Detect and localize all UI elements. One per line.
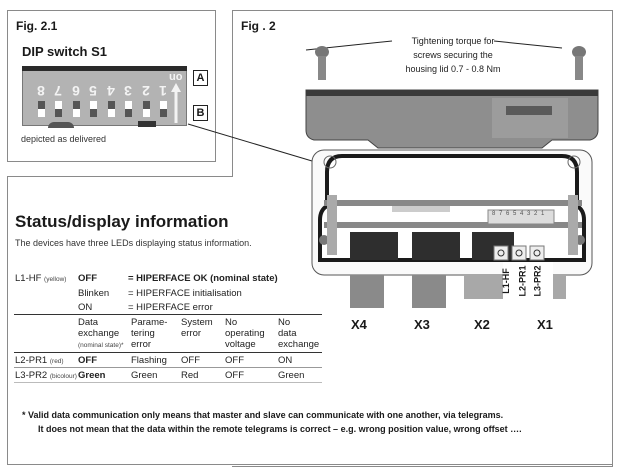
torque-line: housing lid 0.7 - 0.8 Nm xyxy=(405,64,501,74)
torque-note: Tightening torque for screws securing th… xyxy=(378,34,528,76)
marker-a: A xyxy=(193,70,208,86)
dip-toggle xyxy=(55,101,62,117)
table-cell: Flashing xyxy=(131,355,167,366)
led-label-l2: L2-PR1 xyxy=(517,265,528,297)
marker-b: B xyxy=(193,105,208,121)
table-cell: Green xyxy=(131,370,158,381)
table-header: Parame- tering error xyxy=(131,317,168,350)
footnote-line-1: * Valid data communication only means th… xyxy=(22,410,504,420)
l1-state: ON xyxy=(78,302,93,313)
table-row-label: L3-PR2 (bicolour) xyxy=(15,370,77,381)
table-cell: OFF xyxy=(181,355,200,366)
table-cell: OFF xyxy=(225,370,244,381)
status-subtitle: The devices have three LEDs displaying s… xyxy=(15,238,252,248)
connector-x4: X4 xyxy=(351,317,367,332)
l1-meaning: = HIPERFACE OK (nominal state) xyxy=(128,273,278,284)
torque-line: Tightening torque for xyxy=(411,36,495,46)
on-arrow-icon xyxy=(171,83,181,123)
fig2-left-border xyxy=(232,10,233,177)
dip-switch-topbar xyxy=(22,66,187,71)
table-cell: OFF xyxy=(225,355,244,366)
status-bottom-border xyxy=(7,464,613,465)
l1-state: Blinken xyxy=(78,288,110,299)
fig2-frame xyxy=(232,10,613,467)
dip-toggle xyxy=(143,101,150,117)
fig2-title: Fig . 2 xyxy=(241,19,276,33)
table-cell: ON xyxy=(278,355,293,366)
dip-toggle xyxy=(90,101,97,117)
dip-small-numbers: 8 7 6 5 4 3 2 1 xyxy=(492,211,546,217)
dip-switch-heading: DIP switch S1 xyxy=(22,44,108,59)
status-left-border xyxy=(7,176,8,465)
table-divider xyxy=(14,382,322,383)
dip-toggle xyxy=(38,101,45,117)
screw-icon xyxy=(572,46,586,80)
table-row-label: L2-PR1 (red) xyxy=(15,355,64,366)
l1-state: OFF xyxy=(78,273,97,284)
dip-toggle xyxy=(73,101,80,117)
l1-meaning: = HIPERFACE error xyxy=(128,302,213,313)
connector-x3: X3 xyxy=(414,317,430,332)
status-title: Status/display information xyxy=(15,212,229,231)
fig21-caption: depicted as delivered xyxy=(21,134,107,144)
connector-x1: X1 xyxy=(537,317,553,332)
fig21-title: Fig. 2.1 xyxy=(16,19,58,33)
housing-illustration xyxy=(305,40,599,308)
fig21-frame xyxy=(7,10,216,162)
screw-icon xyxy=(315,46,329,80)
l1-name: L1-HF (yellow) xyxy=(15,273,67,284)
table-cell: OFF xyxy=(78,355,97,366)
dip-toggle xyxy=(125,101,132,117)
table-cell: Green xyxy=(278,370,305,381)
l1-meaning: = HIPERFACE initialisation xyxy=(128,288,242,299)
led-labels: L1-HF L2-PR1 L3-PR2 xyxy=(500,262,553,302)
table-divider xyxy=(14,352,322,353)
table-cell: Red xyxy=(181,370,199,381)
led-label-l1: L1-HF xyxy=(500,268,511,294)
table-header: System error xyxy=(181,317,213,339)
connector-x2: X2 xyxy=(474,317,490,332)
torque-line: screws securing the xyxy=(413,50,493,60)
footnote-line-2: It does not mean that the data within th… xyxy=(38,424,522,434)
table-header: No data exchange xyxy=(278,317,320,350)
dip-switch-tab xyxy=(138,121,156,127)
table-divider xyxy=(14,314,322,315)
dip-toggle xyxy=(108,101,115,117)
table-header: No operating voltage xyxy=(225,317,265,350)
table-divider xyxy=(14,367,322,368)
table-cell: Green xyxy=(78,370,106,381)
table-header: Data exchange (nominal state)* xyxy=(78,317,124,349)
dip-switch-foot xyxy=(48,122,74,128)
dip-toggle xyxy=(160,101,167,117)
status-top-border xyxy=(7,176,233,177)
led-label-l3: L3-PR2 xyxy=(532,265,543,297)
